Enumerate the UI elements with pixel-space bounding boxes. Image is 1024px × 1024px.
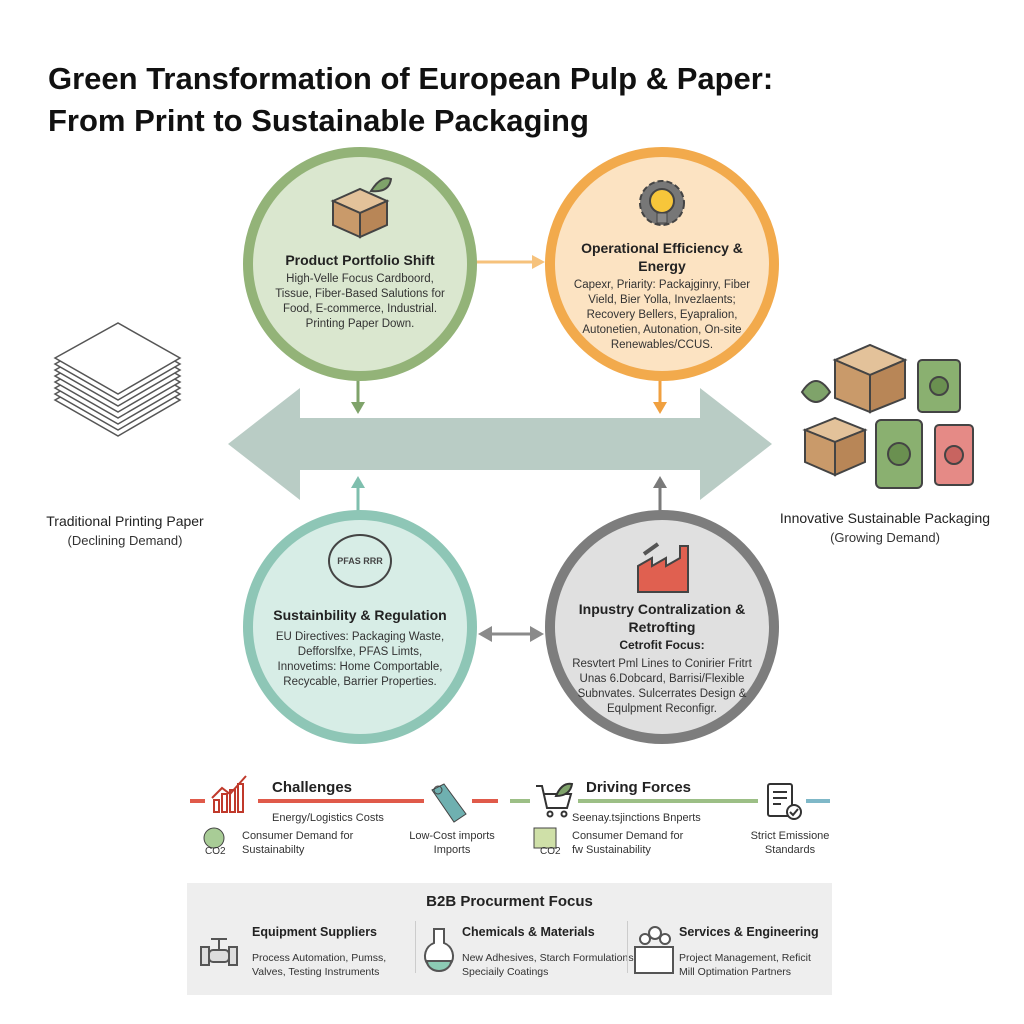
- circle-body: EU Directives: Packaging Waste, Defforsl…: [275, 631, 445, 688]
- driving-subtitle-label: Seenay.tsjinctions Bnperts: [572, 812, 701, 824]
- circle-body: Resvtert Pml Lines to Conirier Fritrt Un…: [572, 658, 752, 715]
- circle-body: Capexr, Priarity: Packajginry, Fiber Vie…: [573, 279, 751, 351]
- b2b-procurement-panel: B2B Procurment Focus Equipment Suppliers…: [187, 883, 832, 995]
- low-cost-imports-label: Low-Cost imports Imports: [409, 830, 495, 856]
- down-arrow-green: [351, 376, 365, 414]
- recycle-regulation-icon: PFAS RRR: [328, 534, 392, 588]
- circle-subtitle: Cetrofit Focus:: [619, 638, 705, 652]
- column-line: Valves, Testing Instruments: [252, 966, 380, 978]
- factory-wrench-icon: [637, 542, 689, 593]
- connector-arrow-right: [472, 255, 545, 269]
- column-body: Process Automation, Pumss, Valves, Testin…: [252, 951, 386, 979]
- label-sub: (Growing Demand): [830, 530, 940, 545]
- sustainable-packaging-icon: [800, 343, 974, 489]
- legend-graphics: [190, 775, 830, 849]
- icon-label: PFAS RRR: [337, 556, 383, 566]
- column-line: Mill Optimation Partners: [679, 966, 792, 978]
- title-line-1: Green Transformation of European Pulp & …: [48, 61, 774, 96]
- checklist-shield-icon: [767, 783, 802, 820]
- gear-lightbulb-icon: [639, 180, 685, 226]
- label-title: Traditional Printing Paper: [46, 513, 204, 529]
- consumer-demand-label-1: Consumer Demand for Sustainabilty: [242, 830, 354, 856]
- sustainable-packaging-label: Innovative Sustainable Packaging (Growin…: [760, 509, 1010, 547]
- shopping-cart-leaf-icon: [536, 782, 574, 818]
- column-title: Equipment Suppliers: [252, 925, 378, 939]
- divider: [627, 921, 628, 973]
- title-line-2: From Print to Sustainable Packaging: [48, 103, 589, 138]
- challenges-heading: Challenges: [272, 779, 353, 796]
- b2b-column-equipment: Equipment Suppliers Process Automation, …: [197, 921, 412, 991]
- label-title: Innovative Sustainable Packaging: [779, 510, 991, 526]
- column-title: Services & Engineering: [679, 925, 819, 939]
- emission-standards-label: Strict Emissione Standards: [750, 830, 830, 856]
- column-line: Speciaily Coatings: [462, 966, 549, 978]
- sustainability-regulation-circle: PFAS RRR Sustainbility & Regulation EU D…: [243, 510, 477, 744]
- circle-title: Operational Efficiency & Energy: [581, 240, 743, 274]
- paper-stack-icon: [53, 322, 182, 437]
- transformation-double-arrow: [228, 388, 772, 500]
- divider: [415, 921, 416, 973]
- column-title: Chemicals & Materials: [462, 925, 595, 939]
- circle-title: Sustainbility & Regulation: [273, 607, 447, 623]
- column-line: Project Management, Reficit: [679, 952, 811, 964]
- price-tag-icon: [431, 783, 467, 823]
- b2b-title: B2B Procurment Focus: [426, 893, 593, 910]
- product-portfolio-circle: Product Portfolio Shift High-Velle Focus…: [243, 147, 477, 381]
- traditional-paper-label: Traditional Printing Paper (Declining De…: [20, 512, 230, 550]
- box-leaf-icon: [330, 177, 393, 239]
- page-title: Green Transformation of European Pulp & …: [48, 58, 773, 142]
- circle-body: High-Velle Focus Cardboord, Tissue, Fibe…: [275, 273, 445, 330]
- up-arrow-teal: [351, 476, 365, 512]
- b2b-column-services: Services & Engineering Project Managemen…: [633, 921, 828, 991]
- operational-efficiency-circle: Operational Efficiency & Energy Capexr, …: [545, 147, 779, 381]
- co2-leaf-icon-2: [533, 827, 557, 849]
- label-sub: (Declining Demand): [67, 533, 183, 548]
- team-blueprint-icon: [634, 926, 674, 974]
- column-line: New Adhesives, Starch Formulations: [462, 952, 634, 964]
- flask-icon: [424, 928, 454, 972]
- valve-icon: [200, 938, 238, 966]
- co2-leaf-icon-1: [203, 827, 225, 849]
- co2-label-2: CO2: [540, 846, 561, 857]
- down-arrow-orange: [653, 376, 667, 414]
- circle-title: Product Portfolio Shift: [285, 252, 435, 268]
- energy-costs-label: Energy/Logistics Costs: [272, 812, 384, 824]
- rising-chart-icon: [211, 775, 247, 813]
- up-arrow-gray: [653, 476, 667, 512]
- column-line: Process Automation, Pumss,: [252, 952, 387, 964]
- co2-label-1: CO2: [205, 846, 226, 857]
- connector-arrow-double: [478, 626, 544, 642]
- circle-title: Inpustry Contralization & Retrofting: [578, 601, 746, 635]
- industry-retrofitting-circle: Inpustry Contralization & Retrofting Cet…: [545, 510, 779, 744]
- driving-forces-heading: Driving Forces: [586, 779, 692, 796]
- consumer-demand-label-2: Consumer Demand for fw Sustainability: [572, 830, 684, 856]
- b2b-column-chemicals: Chemicals & Materials New Adhesives, Sta…: [422, 921, 634, 991]
